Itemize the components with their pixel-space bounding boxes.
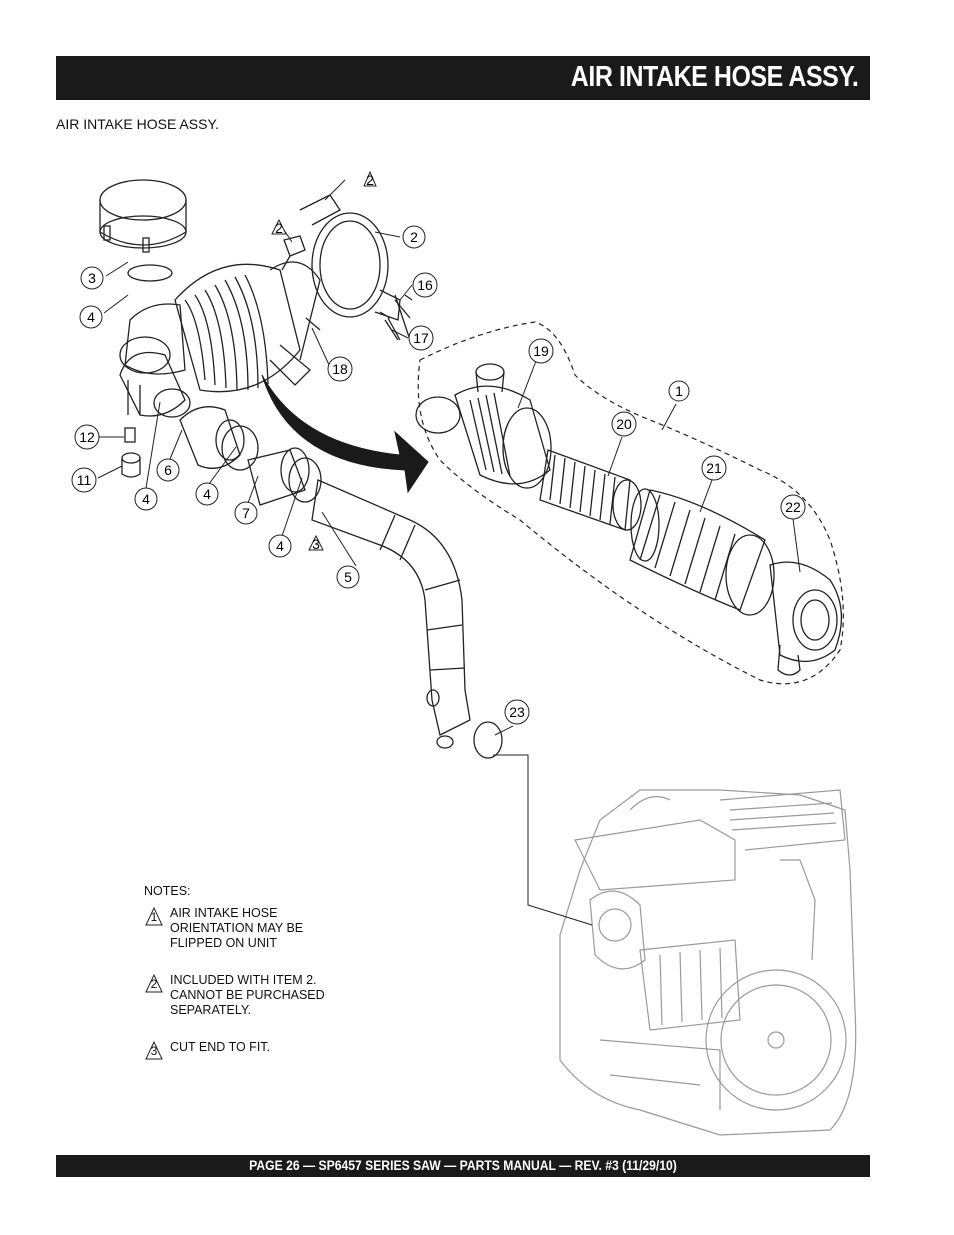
callout-1: 1	[668, 380, 690, 402]
svg-text:1: 1	[675, 383, 683, 399]
ref-mark-2-top: 2	[363, 170, 377, 188]
ref-mark-2-fitting: 2	[271, 218, 287, 236]
note-text: INCLUDED WITH ITEM 2. CANNOT BE PURCHASE…	[170, 973, 325, 1017]
mounting-band	[299, 194, 411, 341]
note-3: 3 CUT END TO FIT.	[144, 1040, 384, 1060]
hose-clamp-mid	[221, 425, 259, 471]
svg-text:16: 16	[417, 277, 433, 293]
notes-heading: NOTES:	[144, 884, 191, 898]
callout-3: 3	[80, 266, 104, 290]
screw-17	[379, 311, 399, 341]
svg-text:3: 3	[312, 536, 320, 552]
svg-text:23: 23	[509, 704, 525, 720]
svg-text:11: 11	[77, 472, 92, 488]
svg-text:2: 2	[410, 229, 418, 245]
svg-text:5: 5	[344, 569, 352, 585]
reference-marks: 2 2 3	[271, 170, 377, 552]
fitting	[281, 235, 306, 271]
note-2: 2 INCLUDED WITH ITEM 2. CANNOT BE PURCHA…	[144, 973, 384, 1018]
note-text: CUT END TO FIT.	[170, 1040, 271, 1054]
engine-illustration	[559, 789, 857, 1136]
note-text: AIR INTAKE HOSE ORIENTATION MAY BE FLIPP…	[170, 906, 304, 950]
title-bar: AIR INTAKE HOSE ASSY.	[56, 56, 870, 100]
leader-lines	[97, 179, 801, 926]
hose-clamp-23	[473, 721, 503, 759]
ref-mark-3-hose: 3	[308, 534, 324, 552]
svg-text:4: 4	[142, 491, 150, 507]
footer-bar: PAGE 26 — SP6457 SERIES SAW — PARTS MANU…	[56, 1155, 870, 1177]
callout-19: 19	[528, 338, 554, 364]
svg-text:3: 3	[88, 270, 96, 286]
callouts: 1 2 3 4 4 4 4 5 6 7 11 12 16 17 18 19 20…	[71, 225, 806, 725]
svg-text:19: 19	[533, 343, 549, 359]
svg-text:17: 17	[413, 330, 429, 346]
footer-text: PAGE 26 — SP6457 SERIES SAW — PARTS MANU…	[249, 1158, 677, 1173]
callout-4d: 4	[268, 534, 292, 558]
hose-clamp-lower	[288, 457, 322, 503]
callout-17: 17	[408, 325, 434, 351]
callout-20: 20	[611, 411, 637, 437]
note-triangle-icon	[145, 973, 163, 993]
svg-text:4: 4	[87, 309, 95, 325]
intake-elbow	[119, 351, 191, 418]
callout-4a: 4	[79, 305, 103, 329]
notes-block: NOTES: 1 AIR INTAKE HOSE ORIENTATION MAY…	[144, 884, 384, 1077]
kit-boundary	[417, 321, 844, 685]
washer-18	[305, 317, 321, 331]
callout-2: 2	[402, 225, 426, 249]
callout-23: 23	[504, 699, 530, 725]
end-cover-22	[769, 561, 843, 676]
svg-text:6: 6	[164, 462, 172, 478]
callout-21: 21	[701, 455, 727, 481]
note-1: 1 AIR INTAKE HOSE ORIENTATION MAY BE FLI…	[144, 906, 384, 951]
filter-housing-19	[415, 363, 552, 489]
svg-text:4: 4	[276, 538, 284, 554]
primary-filter-21	[629, 488, 775, 616]
air-intake-hose	[311, 479, 471, 749]
callout-4b: 4	[134, 487, 158, 511]
section-subtitle: AIR INTAKE HOSE ASSY.	[56, 116, 219, 132]
callout-5: 5	[336, 565, 360, 589]
hose-clamp-top	[127, 264, 173, 282]
safety-filter-20	[539, 449, 642, 531]
callout-22: 22	[780, 494, 806, 520]
air-cleaner-body	[119, 261, 321, 415]
svg-text:21: 21	[706, 460, 722, 476]
callout-18: 18	[327, 356, 353, 382]
svg-text:12: 12	[79, 429, 95, 445]
svg-text:22: 22	[785, 499, 801, 515]
svg-text:2: 2	[275, 220, 283, 236]
air-cleaner-cap	[99, 179, 187, 253]
svg-text:20: 20	[616, 416, 632, 432]
callout-11: 11	[71, 467, 97, 493]
fitting-12	[124, 427, 136, 443]
callout-16: 16	[412, 272, 438, 298]
callout-6: 6	[156, 458, 180, 482]
callout-4c: 4	[195, 482, 219, 506]
note-triangle-icon	[145, 906, 163, 926]
explode-arrow	[261, 374, 429, 494]
cap-11	[121, 452, 141, 478]
svg-text:4: 4	[203, 486, 211, 502]
callout-7: 7	[234, 501, 258, 525]
screw-16	[394, 294, 413, 319]
page-title: AIR INTAKE HOSE ASSY.	[570, 61, 858, 93]
note-triangle-icon	[145, 1040, 163, 1060]
svg-text:18: 18	[332, 361, 348, 377]
callout-12: 12	[74, 424, 100, 450]
connector-tube-6	[179, 406, 245, 469]
tube-7	[247, 447, 310, 506]
svg-text:2: 2	[366, 172, 374, 188]
svg-text:7: 7	[242, 505, 250, 521]
